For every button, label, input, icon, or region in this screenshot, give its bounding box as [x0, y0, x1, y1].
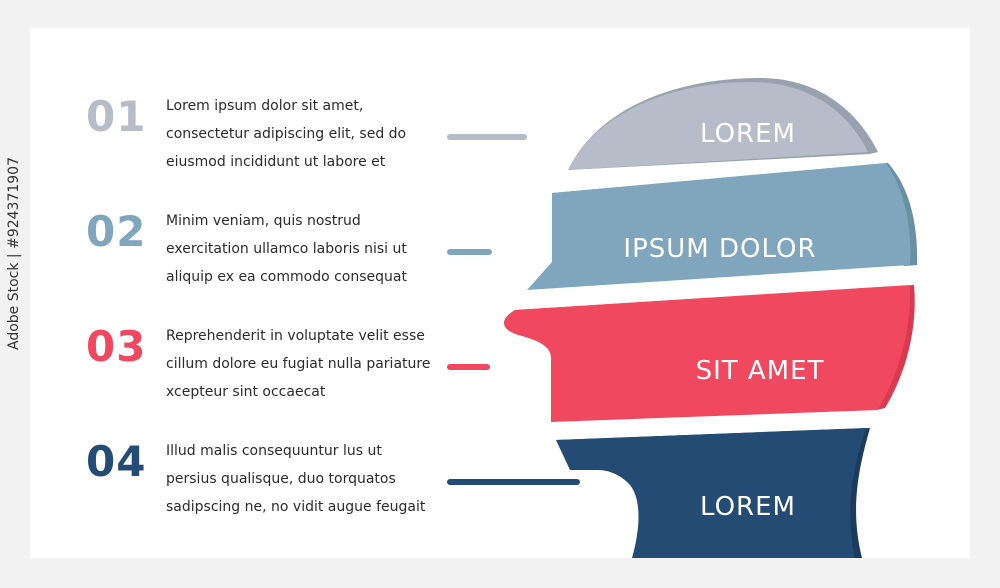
- band-1-label: LOREM: [700, 119, 796, 149]
- connector-1: [447, 134, 527, 140]
- step-3-number: 03: [86, 322, 147, 371]
- connector-4: [447, 479, 580, 485]
- connector-2: [447, 249, 492, 255]
- step-2-text: Minim veniam, quis nostrud exercitation …: [166, 213, 407, 285]
- band-2-label: IPSUM DOLOR: [623, 234, 816, 264]
- connector-3: [447, 364, 490, 370]
- step-4-number: 04: [86, 437, 147, 486]
- step-1-number: 01: [86, 92, 147, 141]
- step-4-text: Illud malis consequuntur lus ut persius …: [166, 443, 426, 515]
- band-4-label: LOREM: [700, 492, 796, 522]
- band-1: LOREM: [568, 78, 878, 170]
- watermark-text: Adobe Stock | #924371907: [6, 157, 22, 350]
- step-2-number: 02: [86, 207, 147, 256]
- step-1-text: Lorem ipsum dolor sit amet, consectetur …: [166, 98, 407, 170]
- band-2: IPSUM DOLOR: [527, 163, 918, 290]
- band-3-label: SIT AMET: [696, 356, 825, 386]
- band-3: SIT AMET: [503, 285, 915, 422]
- band-4: LOREM: [556, 428, 870, 558]
- step-3-text: Reprehenderit in voluptate velit esse ci…: [166, 328, 431, 400]
